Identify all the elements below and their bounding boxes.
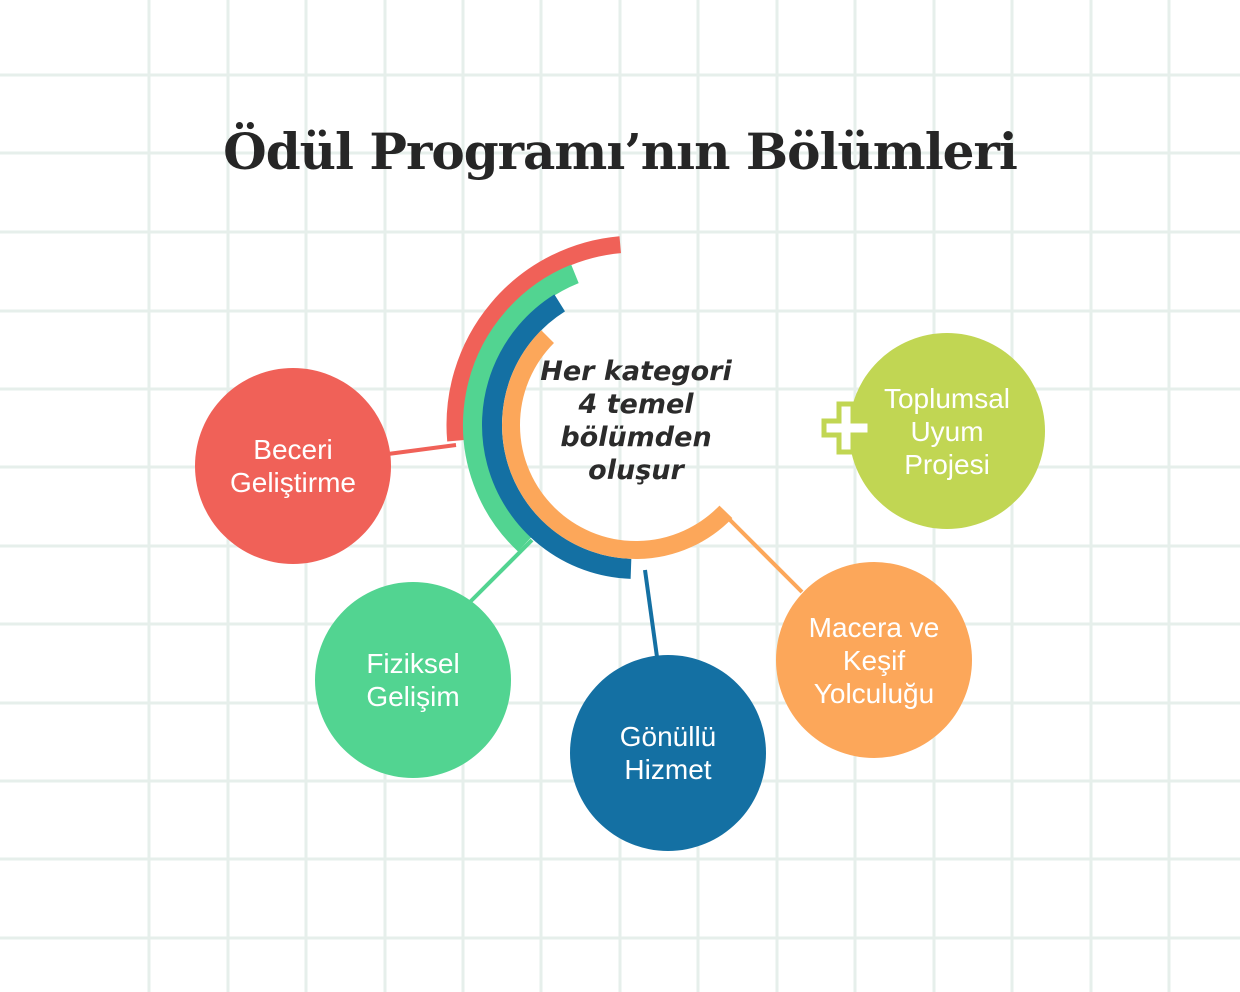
center-line: Her kategori <box>540 356 732 387</box>
node-label: Projesi <box>904 448 990 480</box>
arc-macera <box>501 330 733 560</box>
arc-beceri <box>446 236 621 442</box>
connector-fiziksel <box>468 538 534 604</box>
node-label: Toplumsal <box>883 382 1011 414</box>
center-line: bölümden <box>560 422 712 453</box>
center-line: oluşur <box>588 455 684 486</box>
center-caption: Her kategori 4 temel bölümden oluşur <box>516 355 756 487</box>
node-label: Hizmet <box>624 754 712 785</box>
connector-beceri <box>387 443 457 456</box>
arc-fiziksel <box>463 264 579 552</box>
node-label: Gelişim <box>366 681 460 712</box>
node-label: Keşif <box>842 644 906 676</box>
center-line: 4 temel <box>578 389 694 420</box>
node-label: Yolculuğu <box>813 677 935 709</box>
arc-gonullu <box>482 294 632 579</box>
node-label: Geliştirme <box>229 467 356 498</box>
page-title: Ödül Programı’nın Bölümleri <box>223 122 1018 181</box>
plus-icon <box>821 401 873 455</box>
node-label: Macera ve <box>808 611 940 643</box>
connector-macera <box>716 506 804 594</box>
node-label: Gönüllü <box>619 721 717 752</box>
node-label: Uyum <box>910 415 984 447</box>
connector-gonullu <box>643 569 659 658</box>
node-label: Beceri <box>253 434 333 465</box>
node-label: Fiziksel <box>366 648 460 679</box>
